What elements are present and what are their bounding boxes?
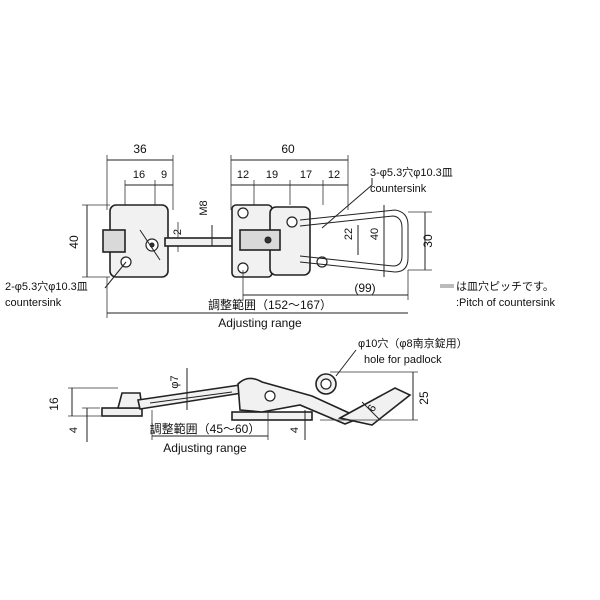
side-view: φ10穴（φ8南京錠用） hole for padlock 16 [47, 336, 468, 455]
side-base-left [101, 407, 143, 417]
side-dimension-4-mid: 4 [289, 410, 306, 440]
dimension-40-left: 40 [67, 204, 110, 278]
dim-m8-label: M8 [198, 200, 210, 215]
right-note-jp: 3-φ5.3穴φ10.3皿 [370, 165, 453, 179]
wire-hook [299, 209, 409, 273]
side-dimension-25: 25 [320, 371, 431, 421]
adjusting-range-side-jp: 調整範囲（45～60） [150, 421, 261, 436]
dim-36-label: 36 [133, 142, 147, 156]
dim-12a-label: 12 [237, 169, 249, 181]
side-dim-16-label: 16 [47, 397, 61, 411]
countersink-note-right: 3-φ5.3穴φ10.3皿 countersink [321, 165, 453, 229]
dimension-36: 36 [106, 142, 174, 210]
dimension-hole-pitch: 12 19 17 12 [231, 169, 348, 205]
dim-16-label: 16 [133, 169, 145, 181]
side-dim-6-label: 6 [366, 403, 379, 414]
dimension-99: (99) [242, 270, 409, 300]
adjusting-range-top-en: Adjusting range [218, 316, 302, 330]
side-strike [116, 392, 143, 409]
side-pivot [264, 390, 276, 402]
side-dim-phi7-label: φ7 [169, 375, 181, 388]
dim-40-right-label: 40 [369, 228, 381, 240]
pitch-note-jp: は皿穴ピッチです。 [456, 279, 554, 293]
padlock-en: hole for padlock [364, 354, 442, 366]
dim-19-label: 19 [266, 169, 278, 181]
side-handle [337, 387, 412, 426]
countersink-note-left: 2-φ5.3穴φ10.3皿 countersink [5, 261, 127, 309]
padlock-jp: φ10穴（φ8南京錠用） [358, 336, 468, 350]
dim-99-label: (99) [354, 281, 375, 295]
adjusting-range-top-jp: 調整範囲（152～167） [208, 297, 332, 312]
strike-plate [102, 204, 169, 278]
right-note-en: countersink [370, 183, 427, 195]
side-rod [137, 384, 243, 410]
top-view: 36 16 9 60 12 19 17 12 [5, 142, 556, 330]
adjusting-range-top: 調整範囲（152～167） Adjusting range [106, 277, 408, 330]
pitch-note-en: :Pitch of countersink [456, 297, 556, 309]
side-dim-25-label: 25 [417, 391, 431, 405]
dim-40-left-label: 40 [67, 235, 81, 249]
dim-12b-label: 12 [328, 169, 340, 181]
side-dimension-16: 16 [47, 387, 118, 417]
side-base-right [231, 411, 313, 421]
side-lever [237, 377, 363, 425]
left-note-jp: 2-φ5.3穴φ10.3皿 [5, 279, 88, 293]
dim-60-label: 60 [281, 142, 295, 156]
adjusting-range-side-en: Adjusting range [163, 441, 247, 455]
side-dim-4-mid-label: 4 [289, 427, 301, 433]
pitch-legend: は皿穴ピッチです。 :Pitch of countersink [440, 279, 556, 309]
dim-30-label: 30 [421, 234, 435, 248]
latch-body [231, 204, 328, 278]
padlock-note: φ10穴（φ8南京錠用） hole for padlock [335, 336, 468, 377]
dim-17-label: 17 [300, 169, 312, 181]
adjusting-range-side: 調整範囲（45～60） Adjusting range [150, 410, 269, 455]
left-note-en: countersink [5, 297, 62, 309]
pitch-swatch [440, 284, 454, 288]
dimension-60: 60 [230, 142, 349, 210]
dim-9-label: 9 [161, 169, 167, 181]
dim-22-label: 22 [343, 228, 355, 240]
dimension-right-verticals: 22 40 30 [343, 205, 435, 277]
side-dim-4-left-label: 4 [68, 427, 80, 433]
side-dimension-phi7: φ7 [169, 368, 188, 410]
side-dimension-4-left: 4 [68, 407, 100, 442]
